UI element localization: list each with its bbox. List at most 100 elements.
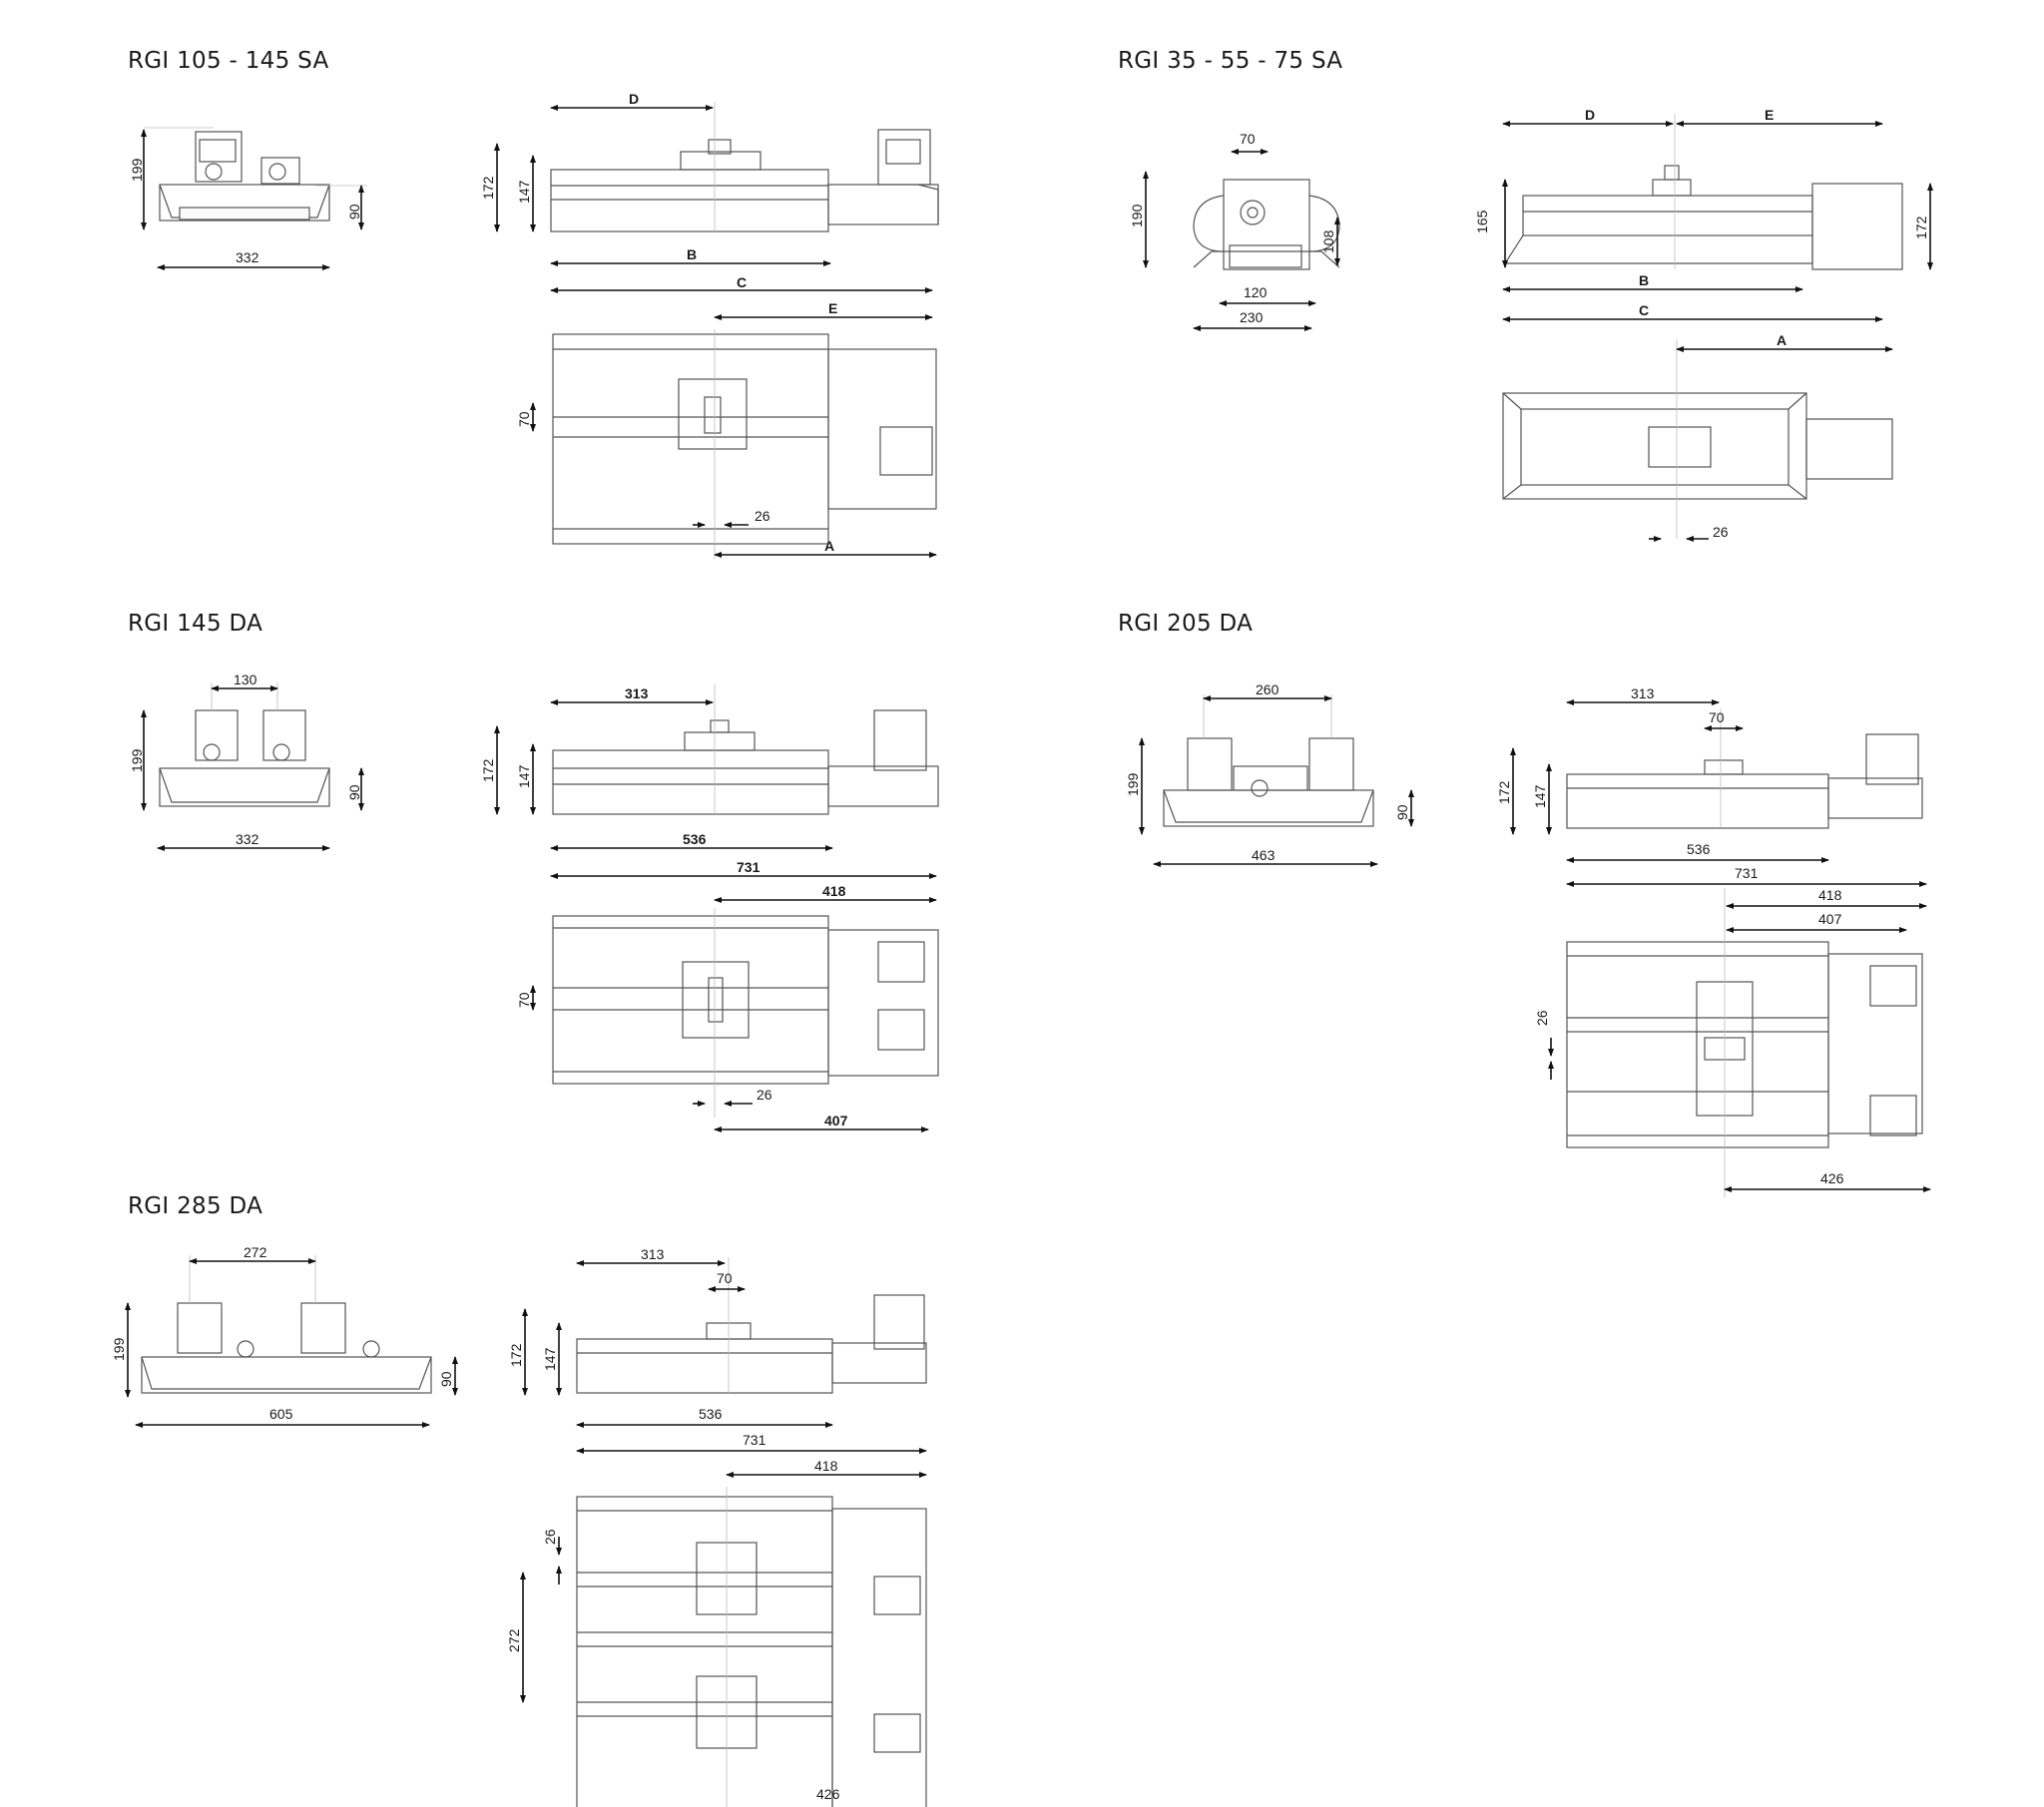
dim-label-199: 199 xyxy=(111,1337,127,1361)
rgi105-side-dims xyxy=(494,105,933,320)
dim-label-147: 147 xyxy=(1532,784,1548,808)
dim-label-731: 731 xyxy=(1735,865,1759,881)
dim-label-70: 70 xyxy=(516,411,532,427)
dim-label-199: 199 xyxy=(129,748,145,772)
dim-label-536: 536 xyxy=(699,1406,723,1422)
dim-label-70: 70 xyxy=(516,992,532,1008)
dim-label-332: 332 xyxy=(236,831,259,847)
dim-label-731: 731 xyxy=(743,1432,766,1448)
rgi35-top-view xyxy=(1502,339,1893,539)
dim-label-b: B xyxy=(687,246,697,262)
dim-label-230: 230 xyxy=(1240,309,1264,325)
dim-label-172: 172 xyxy=(508,1343,524,1367)
dim-label-70: 70 xyxy=(1240,131,1256,147)
dim-label-418: 418 xyxy=(822,883,846,899)
dim-label-c: C xyxy=(737,274,747,290)
title-rgi-105-145-sa: RGI 105 - 145 SA xyxy=(128,48,329,74)
rgi105-top-dims xyxy=(530,402,937,558)
dim-label-c: C xyxy=(1639,302,1649,318)
dim-label-e: E xyxy=(828,300,837,316)
rgi145da-top-view xyxy=(552,908,939,1118)
dim-label-536: 536 xyxy=(1687,841,1711,857)
dim-label-260: 260 xyxy=(1256,681,1279,697)
dim-label-172: 172 xyxy=(480,176,496,200)
dim-label-90: 90 xyxy=(438,1371,454,1387)
dim-label-90: 90 xyxy=(346,204,362,220)
dim-label-108: 108 xyxy=(1320,229,1336,253)
dim-label-130: 130 xyxy=(234,672,257,687)
title-rgi-145-da: RGI 145 DA xyxy=(128,611,263,637)
dim-label-e: E xyxy=(1765,107,1774,123)
dim-label-d: D xyxy=(629,91,639,107)
dim-label-418: 418 xyxy=(1818,887,1842,903)
dim-label-26: 26 xyxy=(755,508,770,524)
dim-label-199: 199 xyxy=(129,158,145,182)
rgi205da-top-view xyxy=(1566,888,1923,1197)
rgi145da-side-dims xyxy=(494,699,937,903)
rgi35-front-view xyxy=(1193,179,1340,270)
dim-label-b: B xyxy=(1639,272,1649,288)
dim-label-172: 172 xyxy=(480,758,496,782)
rgi105-side-view xyxy=(550,102,939,232)
title-rgi-285-da: RGI 285 DA xyxy=(128,1193,263,1219)
rgi145da-side-view xyxy=(552,684,939,815)
dim-label-418: 418 xyxy=(814,1458,838,1474)
dim-label-605: 605 xyxy=(269,1406,293,1422)
dim-label-70: 70 xyxy=(1709,709,1725,725)
dim-label-272: 272 xyxy=(244,1244,267,1260)
rgi205da-side-view xyxy=(1566,708,1923,829)
dim-label-172: 172 xyxy=(1913,216,1929,239)
dim-label-165: 165 xyxy=(1474,210,1490,233)
dim-label-26: 26 xyxy=(1534,1010,1550,1026)
rgi145da-front-dims xyxy=(141,685,364,851)
rgi205da-top-dims xyxy=(1548,903,1931,1192)
rgi35-side-view xyxy=(1503,114,1903,270)
title-rgi-205-da: RGI 205 DA xyxy=(1118,611,1254,637)
title-rgi-35-55-75-sa: RGI 35 - 55 - 75 SA xyxy=(1118,48,1343,74)
rgi35-side-dims xyxy=(1502,121,1933,322)
dim-label-313: 313 xyxy=(641,1246,665,1262)
dim-label-70: 70 xyxy=(717,1270,733,1286)
dim-label-199: 199 xyxy=(1125,772,1141,796)
rgi285da-side-view xyxy=(576,1257,927,1394)
rgi285da-top-view xyxy=(576,1487,927,1807)
dim-label-120: 120 xyxy=(1244,284,1268,300)
dim-label-26: 26 xyxy=(1713,524,1729,540)
dim-label-147: 147 xyxy=(516,180,532,204)
rgi285da-top-dims xyxy=(520,1472,927,1703)
rgi285da-front-view xyxy=(141,1255,432,1394)
dim-label-313: 313 xyxy=(1631,685,1655,701)
dim-label-272: 272 xyxy=(506,1628,522,1652)
dim-label-a: A xyxy=(824,538,834,554)
rgi205da-front-view xyxy=(1163,694,1374,827)
dim-label-147: 147 xyxy=(542,1347,558,1371)
dim-label-313: 313 xyxy=(625,685,649,701)
dim-label-26: 26 xyxy=(542,1529,558,1545)
dim-label-407: 407 xyxy=(1818,911,1842,927)
dim-label-147: 147 xyxy=(516,764,532,788)
dim-label-90: 90 xyxy=(346,784,362,800)
dim-label-407: 407 xyxy=(824,1113,848,1129)
rgi145da-top-dims xyxy=(530,985,929,1132)
dim-label-190: 190 xyxy=(1129,204,1145,227)
rgi285da-side-dims xyxy=(522,1260,927,1454)
rgi105-front-dims xyxy=(141,129,364,270)
dim-label-463: 463 xyxy=(1252,847,1276,863)
dim-label-731: 731 xyxy=(737,859,761,875)
dim-label-332: 332 xyxy=(236,249,259,265)
dim-label-d: D xyxy=(1585,107,1595,123)
dim-label-a: A xyxy=(1777,332,1787,348)
dim-label-26: 26 xyxy=(757,1087,772,1103)
rgi105-top-view xyxy=(552,329,937,559)
dim-label-426: 426 xyxy=(816,1786,840,1802)
rgi105-front-view xyxy=(144,127,367,222)
dim-label-426: 426 xyxy=(1820,1170,1844,1186)
rgi205da-side-dims xyxy=(1510,699,1927,887)
rgi35-top-dims xyxy=(1649,346,1893,542)
rgi35-front-dims xyxy=(1143,149,1340,331)
dim-label-90: 90 xyxy=(1394,804,1410,820)
rgi285da-front-dims xyxy=(125,1258,458,1428)
rgi145da-front-view xyxy=(159,682,330,807)
dim-label-536: 536 xyxy=(683,831,707,847)
